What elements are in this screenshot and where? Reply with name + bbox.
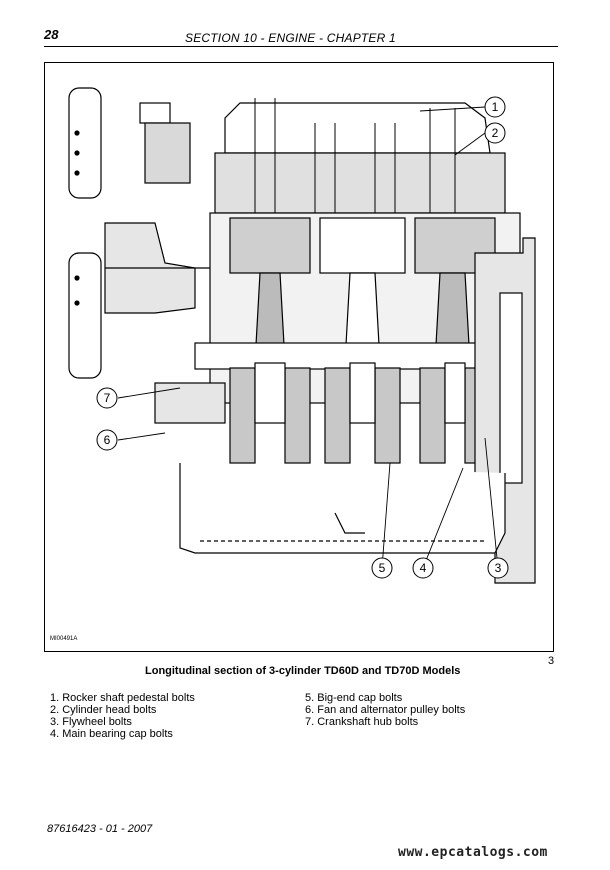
callout-7 — [96, 387, 118, 409]
figure-caption: Longitudinal section of 3-cylinder TD60D… — [145, 665, 461, 677]
callout-label-7: 7 — [104, 391, 111, 405]
cylinder-head — [214, 152, 506, 214]
legend-item-4: 4. Main bearing cap bolts — [50, 728, 173, 740]
fan-blade-lower — [68, 252, 102, 379]
piston-1 — [229, 217, 311, 274]
figure-code: MI00491A — [50, 636, 78, 642]
flywheel — [499, 292, 523, 484]
document-code: 87616423 - 01 - 2007 — [47, 823, 153, 835]
rocker-cover — [224, 102, 491, 154]
legend-item-2: 2. Cylinder head bolts — [50, 704, 157, 716]
header-rule — [44, 46, 558, 47]
legend-item-7: 7. Crankshaft hub bolts — [305, 716, 419, 728]
callout-4 — [412, 557, 434, 579]
fan-blade-upper — [68, 87, 102, 199]
callout-3 — [487, 557, 509, 579]
legend-item-1: 1. Rocker shaft pedestal bolts — [50, 692, 195, 704]
section-title: SECTION 10 - ENGINE - CHAPTER 1 — [185, 31, 396, 45]
engine-section-figure: 1 2 3 4 5 6 7 MI00491A — [44, 62, 554, 652]
engine-drawing: 1 2 3 4 5 6 7 — [68, 87, 536, 584]
callout-label-5: 5 — [379, 561, 386, 575]
callout-6 — [96, 429, 118, 451]
callout-label-3: 3 — [495, 561, 502, 575]
legend-item-5: 5. Big-end cap bolts — [305, 692, 403, 704]
figure-number: 3 — [548, 655, 555, 667]
crankshaft-hub — [154, 382, 226, 424]
callout-1 — [484, 96, 506, 118]
legend-item-3: 3. Flywheel bolts — [50, 716, 132, 728]
page-number: 28 — [44, 27, 59, 42]
callout-label-1: 1 — [492, 100, 499, 114]
oil-sump — [179, 463, 506, 554]
legend-item-6: 6. Fan and alternator pulley bolts — [305, 704, 466, 716]
callout-label-6: 6 — [104, 433, 111, 447]
callout-2 — [484, 122, 506, 144]
cylinder-2 — [319, 217, 406, 274]
callout-5 — [371, 557, 393, 579]
watermark-link[interactable]: www.epcatalogs.com — [398, 845, 548, 860]
callout-label-4: 4 — [420, 561, 427, 575]
callout-label-2: 2 — [492, 126, 499, 140]
